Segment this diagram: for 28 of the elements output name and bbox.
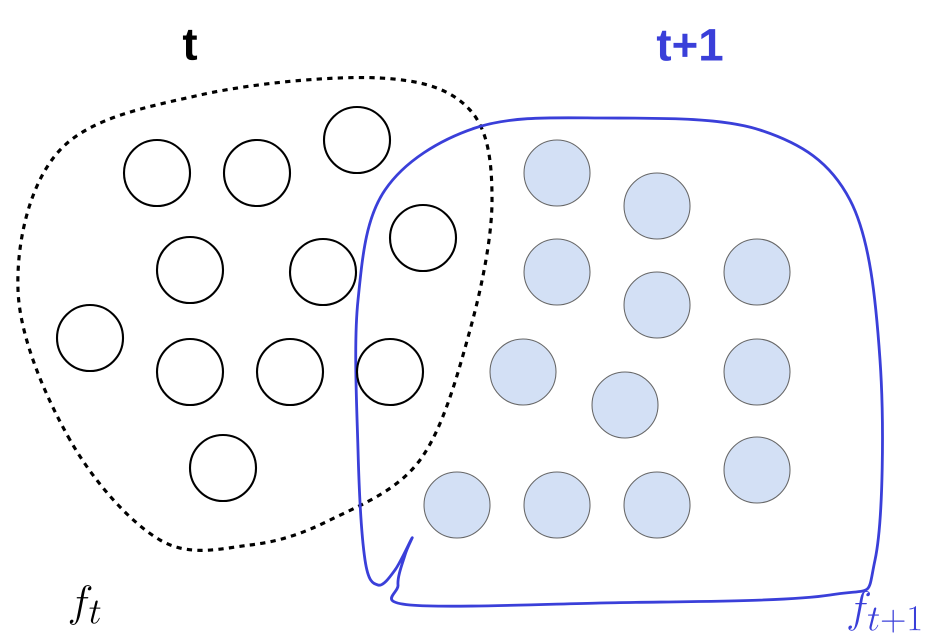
circle bbox=[523, 238, 591, 306]
circle bbox=[523, 471, 591, 539]
circle bbox=[623, 471, 691, 539]
circle bbox=[156, 236, 224, 304]
circle bbox=[56, 304, 124, 372]
circle bbox=[423, 471, 491, 539]
function-label: $f_t$ bbox=[70, 585, 100, 625]
circle bbox=[723, 238, 791, 306]
circle bbox=[222, 138, 292, 208]
circle bbox=[523, 139, 591, 207]
circle bbox=[623, 172, 691, 240]
circle bbox=[122, 138, 192, 208]
circle bbox=[489, 338, 557, 406]
circle bbox=[188, 434, 258, 502]
region-label: t+1 bbox=[656, 29, 722, 61]
circle bbox=[591, 371, 659, 439]
circle bbox=[288, 238, 358, 306]
circle bbox=[623, 271, 691, 339]
circle bbox=[723, 436, 791, 504]
region-label: t bbox=[182, 30, 198, 60]
function-label: $f_{t+1}$ bbox=[848, 591, 920, 633]
circle bbox=[156, 338, 224, 406]
circle bbox=[723, 338, 791, 406]
circle bbox=[256, 338, 324, 406]
circle bbox=[322, 106, 392, 174]
circle bbox=[388, 204, 458, 272]
region-outline bbox=[16, 76, 494, 552]
circle bbox=[356, 338, 424, 406]
